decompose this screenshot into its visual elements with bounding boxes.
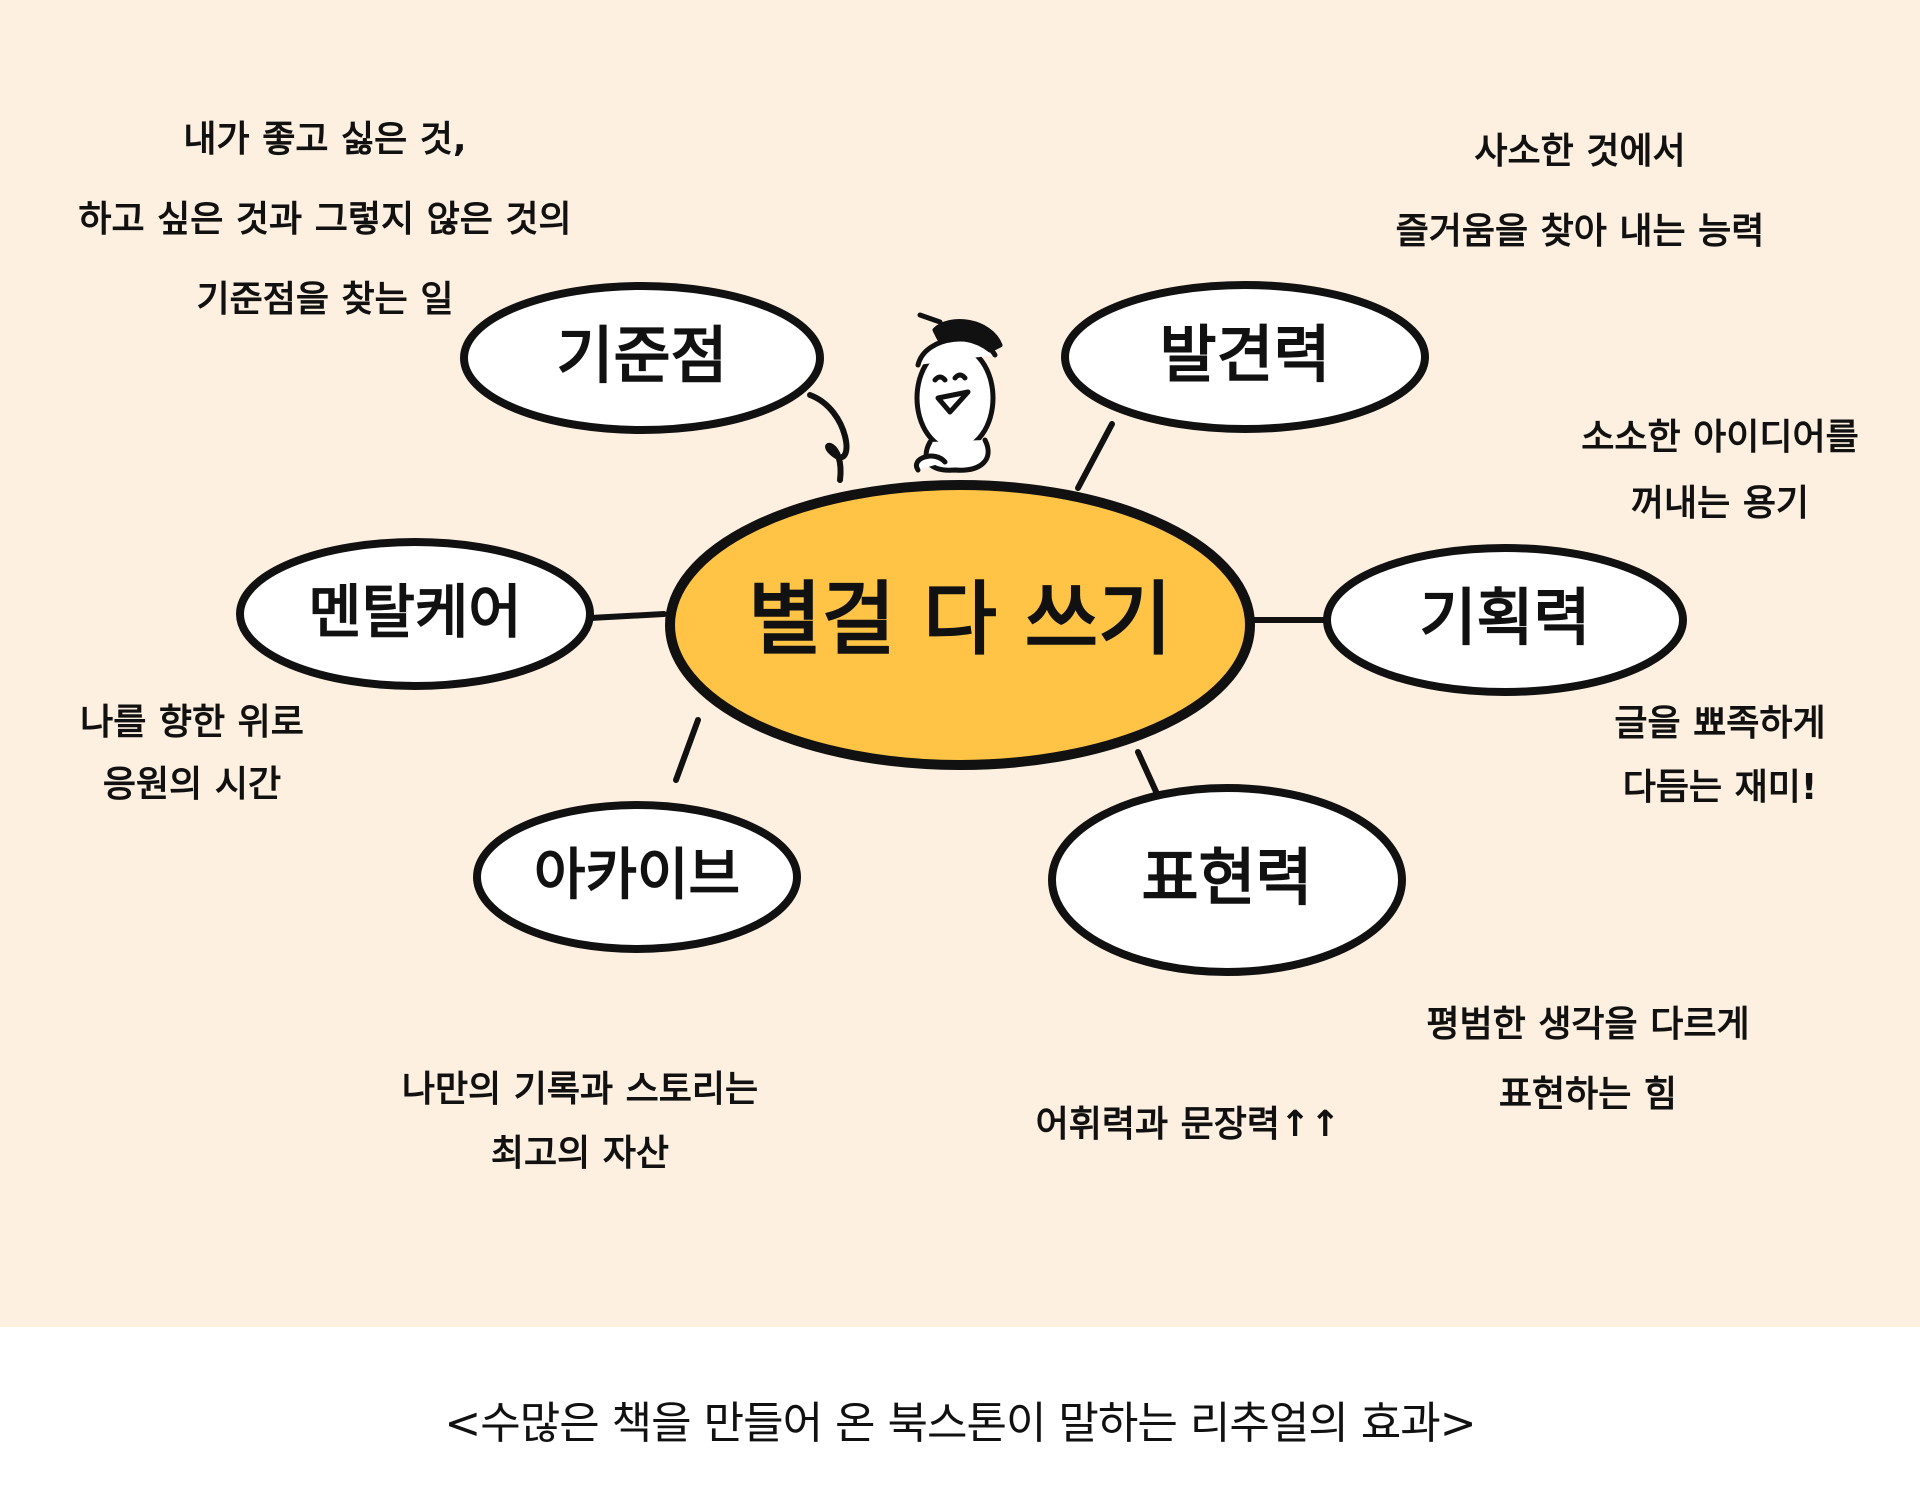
note-planning-line-2: 꺼내는 용기 <box>1630 483 1810 524</box>
mascot-cap-brim <box>917 312 943 325</box>
mascot-eye-right <box>952 372 968 381</box>
center-node-label: 별걸 다 쓰기 <box>748 573 1172 666</box>
connector-archive <box>673 717 701 783</box>
note-planning: 소소한 아이디어를 꺼내는 용기 <box>1581 405 1859 537</box>
note-standard-line-2: 하고 싶은 것과 그렇지 않은 것의 <box>78 199 572 240</box>
node-discovery-shape <box>1061 281 1429 433</box>
node-mental-care-shape <box>236 538 594 690</box>
connectors <box>587 392 1328 799</box>
note-vocabulary: 어휘력과 문장력↑↑ <box>1036 1085 1341 1165</box>
note-discovery-line-1: 사소한 것에서 <box>1474 131 1686 172</box>
center-node-shape <box>665 480 1255 770</box>
note-expression: 평범한 생각을 다르게 표현하는 힘 <box>1426 990 1749 1130</box>
node-archive-shape <box>473 801 801 953</box>
note-standard-line-3: 기준점을 찾는 일 <box>196 279 454 320</box>
node-planning-shape <box>1323 544 1687 696</box>
connector-discovery <box>1075 421 1115 491</box>
mascot-mouth <box>935 389 971 415</box>
node-standard-label: 기준점 <box>556 319 727 392</box>
connector-standard <box>807 392 850 483</box>
node-planning-label: 기획력 <box>1419 581 1590 654</box>
note-planning-line-1: 소소한 아이디어를 <box>1581 417 1859 458</box>
node-archive-label: 아카이브 <box>534 843 740 908</box>
note-archive: 나만의 기록과 스토리는 최고의 자산 <box>402 1058 758 1186</box>
connector-mental-care <box>587 611 667 621</box>
note-archive-line-2: 최고의 자산 <box>490 1133 670 1174</box>
mindmap-illustration: 별걸 다 쓰기 기준점 발견력 멘탈케어 기획력 아카이브 표현력 내가 좋고 … <box>0 0 1920 1327</box>
caption: <수많은 책을 만들어 온 북스톤이 말하는 리추얼의 효과> <box>0 1327 1920 1511</box>
note-planning-writing: 글을 뾰족하게 다듬는 재미! <box>1614 692 1825 820</box>
note-standard-line-1: 내가 좋고 싫은 것, <box>183 119 467 160</box>
mascot-character <box>914 312 1003 473</box>
note-discovery-line-2: 즐거움을 찾아 내는 능력 <box>1395 211 1765 252</box>
node-standard-shape <box>460 282 824 434</box>
mascot-cap-top <box>932 319 1003 353</box>
note-mental-care-line-1: 나를 향한 위로 <box>80 702 304 743</box>
mascot-hand-left <box>914 453 948 473</box>
note-mental-care-line-2: 응원의 시간 <box>102 764 282 805</box>
connector-expression <box>1135 749 1161 799</box>
note-writing-line-1: 글을 뾰족하게 <box>1614 703 1826 744</box>
note-expression-line-1: 평범한 생각을 다르게 <box>1426 1004 1750 1045</box>
note-standard: 내가 좋고 싫은 것, 하고 싶은 것과 그렇지 않은 것의 기준점을 찾는 일 <box>78 100 571 340</box>
node-expression-label: 표현력 <box>1141 841 1312 914</box>
node-expression-shape <box>1048 784 1406 976</box>
mascot-eye-left <box>932 374 948 383</box>
note-mental-care: 나를 향한 위로 응원의 시간 <box>80 692 304 816</box>
note-writing-line-2: 다듬는 재미! <box>1622 767 1818 808</box>
note-archive-line-1: 나만의 기록과 스토리는 <box>401 1069 759 1110</box>
note-expression-line-2: 표현하는 힘 <box>1498 1074 1678 1115</box>
node-discovery-label: 발견력 <box>1159 318 1330 391</box>
note-vocabulary-line: 어휘력과 문장력↑↑ <box>1035 1104 1341 1145</box>
note-discovery: 사소한 것에서 즐거움을 찾아 내는 능력 <box>1396 112 1765 272</box>
mindmap-canvas: 별걸 다 쓰기 기준점 발견력 멘탈케어 기획력 아카이브 표현력 <box>236 281 1687 976</box>
node-mental-care-label: 멘탈케어 <box>308 578 521 646</box>
